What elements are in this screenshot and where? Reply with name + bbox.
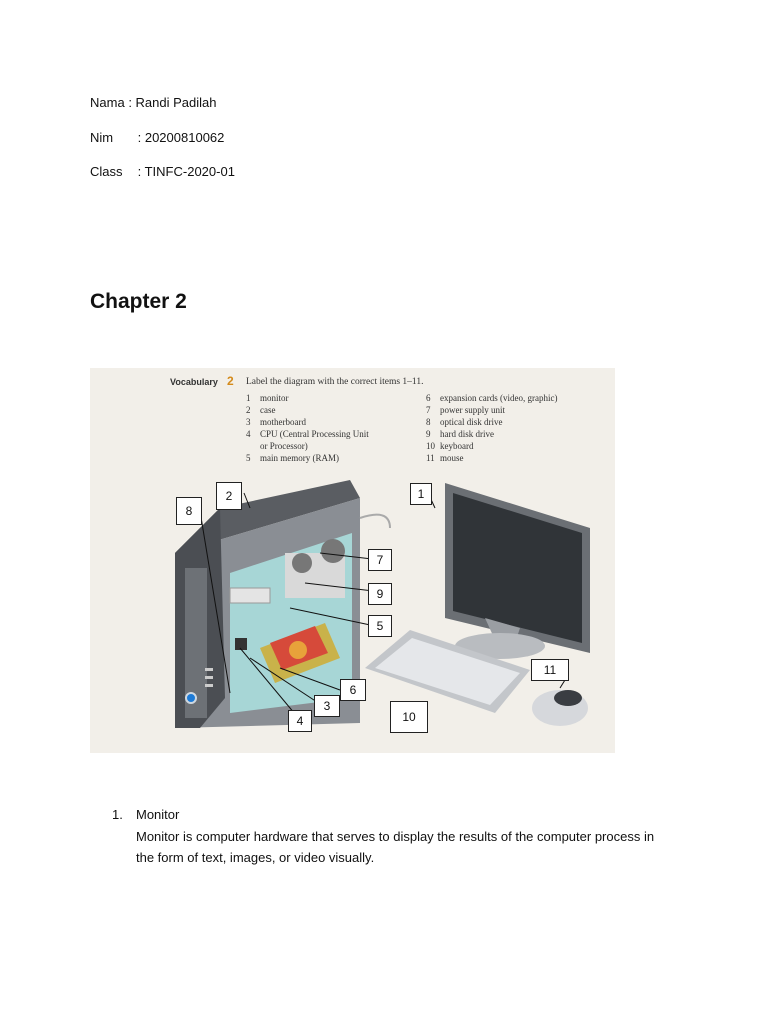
nim-label: Nim [90, 130, 134, 145]
name-value: : Randi Padilah [128, 95, 216, 110]
callout-7: 7 [368, 549, 392, 571]
chapter-title: Chapter 2 [90, 290, 187, 314]
callout-10: 10 [390, 701, 428, 733]
name-label: Nama [90, 95, 125, 110]
callout-2: 2 [216, 482, 242, 510]
callout-9: 9 [368, 583, 392, 605]
nim-line: Nim : 20200810062 [90, 130, 224, 145]
nim-value: : 20200810062 [138, 130, 225, 145]
callout-3: 3 [314, 695, 340, 717]
class-line: Class : TINFC-2020-01 [90, 164, 235, 179]
vocabulary-heading: Vocabulary [170, 377, 218, 387]
vocab-item: or Processor) [246, 441, 308, 451]
class-value: : TINFC-2020-01 [138, 164, 235, 179]
exercise-instruction: Label the diagram with the correct items… [246, 377, 423, 387]
list-item-title: Monitor [136, 804, 656, 826]
callout-4: 4 [288, 710, 312, 732]
callout-5: 5 [368, 615, 392, 637]
callout-6: 6 [340, 679, 366, 701]
callout-1: 1 [410, 483, 432, 505]
callout-8: 8 [176, 497, 202, 525]
power-button [186, 693, 196, 703]
exercise-number: 2 [227, 374, 234, 388]
class-label: Class [90, 164, 134, 179]
name-line: Nama : Randi Padilah [90, 95, 216, 110]
list-item-number: 1. [112, 804, 123, 826]
callout-11: 11 [531, 659, 569, 681]
list-item-description: Monitor is computer hardware that serves… [136, 826, 656, 869]
computer-parts-figure: Vocabulary 2 Label the diagram with the … [90, 368, 615, 753]
